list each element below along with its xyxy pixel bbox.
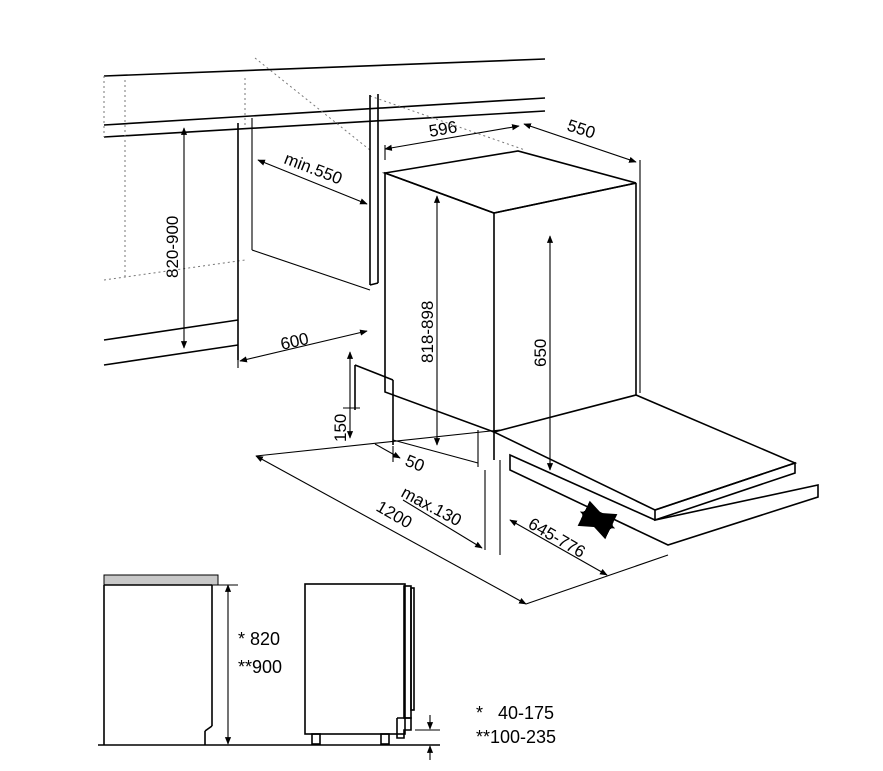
countertop (103, 58, 546, 138)
label-depth-top: 550 (565, 116, 598, 143)
label-plinth-height: 150 (331, 414, 350, 442)
label-door-height: 650 (531, 339, 550, 367)
side-view-niche (98, 574, 440, 746)
legend-line-2: **100-235 (476, 727, 556, 747)
label-niche-width: 600 (279, 329, 311, 354)
side-height-label-2: **900 (238, 657, 282, 677)
label-appliance-height: 818-898 (418, 301, 437, 363)
legend-line-1: * 40-175 (476, 703, 554, 723)
niche-cabinet (103, 57, 526, 366)
plinth (354, 364, 501, 555)
label-door-opening: 645-776 (525, 514, 589, 562)
door-direction-arrow-icon (577, 500, 618, 540)
side-view-appliance (304, 583, 440, 760)
label-niche-height: 820-900 (163, 216, 182, 278)
side-height-label-1: * 820 (238, 629, 280, 649)
label-width-top: 596 (427, 117, 458, 141)
dimension-lines (180, 123, 669, 605)
label-plinth-depth: 50 (403, 451, 428, 476)
